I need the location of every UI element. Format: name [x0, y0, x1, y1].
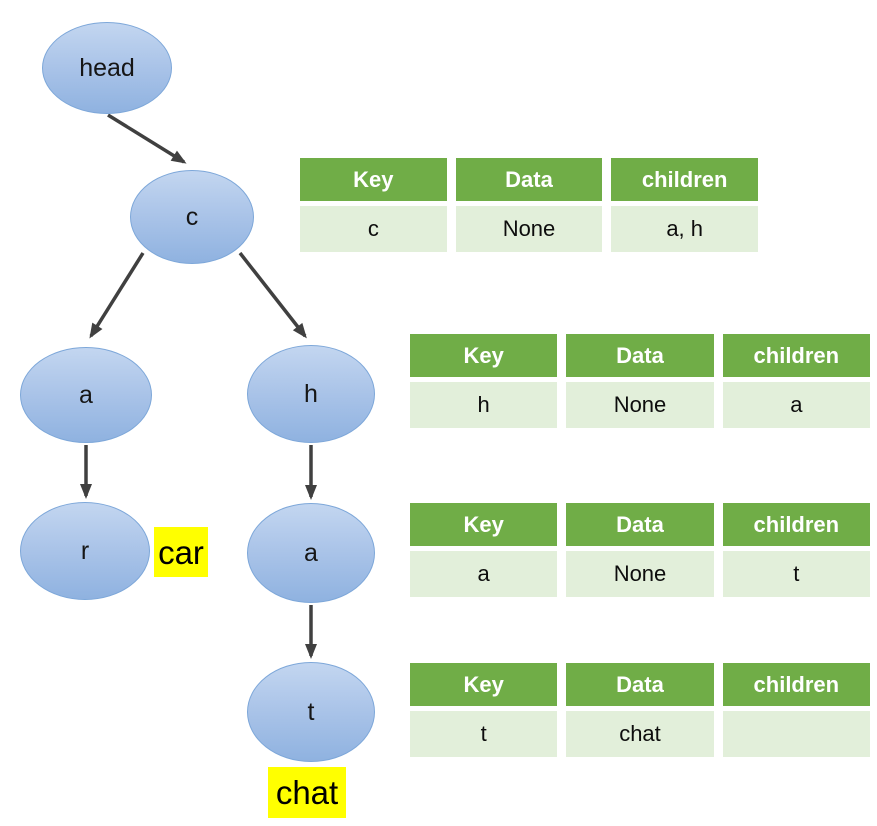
- table-header-cell: Data: [566, 663, 714, 706]
- table-data-cell: c: [300, 206, 447, 252]
- table-data-cell: a: [410, 551, 558, 597]
- table-header-cell: children: [611, 158, 758, 201]
- trie-node-r: r: [20, 502, 150, 600]
- trie-table-h: Key Data children h None a: [410, 334, 870, 428]
- table-data-cell: t: [410, 711, 558, 757]
- table-header-cell: children: [722, 663, 870, 706]
- table-header-cell: children: [722, 503, 870, 546]
- table-data-cell: None: [566, 551, 714, 597]
- word-label-chat: chat: [268, 767, 346, 818]
- word-label-car: car: [154, 527, 208, 577]
- table-header-cell: Key: [410, 663, 558, 706]
- trie-node-label: r: [80, 536, 90, 565]
- word-label-text: car: [158, 533, 204, 571]
- table-data-cell: a: [722, 382, 870, 428]
- trie-table-t: Key Data children t chat: [410, 663, 870, 757]
- trie-node-label: a: [79, 380, 93, 409]
- trie-table-a: Key Data children a None t: [410, 503, 870, 597]
- trie-node-c: c: [130, 170, 254, 264]
- table-header-cell: Data: [455, 158, 603, 201]
- trie-node-label: t: [307, 697, 315, 726]
- trie-node-head: head: [42, 22, 172, 114]
- table-header-cell: Data: [566, 334, 714, 377]
- word-label-text: chat: [275, 774, 339, 811]
- trie-node-t: t: [247, 662, 375, 762]
- trie-node-a-left: a: [20, 347, 152, 443]
- trie-node-h: h: [247, 345, 375, 443]
- trie-node-label: h: [304, 379, 318, 408]
- table-header-cell: Key: [410, 334, 558, 377]
- table-data-cell: chat: [566, 711, 714, 757]
- table-data-cell: [722, 711, 870, 757]
- arrow-c-to-h: [238, 251, 307, 339]
- trie-table-c: Key Data children c None a, h: [300, 158, 758, 252]
- trie-node-a-right: a: [247, 503, 375, 603]
- arrow-head-to-c: [107, 113, 187, 164]
- table-data-cell: h: [410, 382, 558, 428]
- table-header-cell: Key: [410, 503, 558, 546]
- arrow-c-to-a: [89, 252, 145, 339]
- table-data-cell: None: [566, 382, 714, 428]
- table-data-cell: None: [455, 206, 603, 252]
- table-data-cell: t: [722, 551, 870, 597]
- table-header-cell: Data: [566, 503, 714, 546]
- trie-node-label: a: [304, 538, 318, 567]
- table-data-cell: a, h: [611, 206, 758, 252]
- trie-node-label: c: [185, 202, 199, 231]
- trie-node-label: head: [79, 53, 135, 82]
- table-header-cell: children: [722, 334, 870, 377]
- table-header-cell: Key: [300, 158, 447, 201]
